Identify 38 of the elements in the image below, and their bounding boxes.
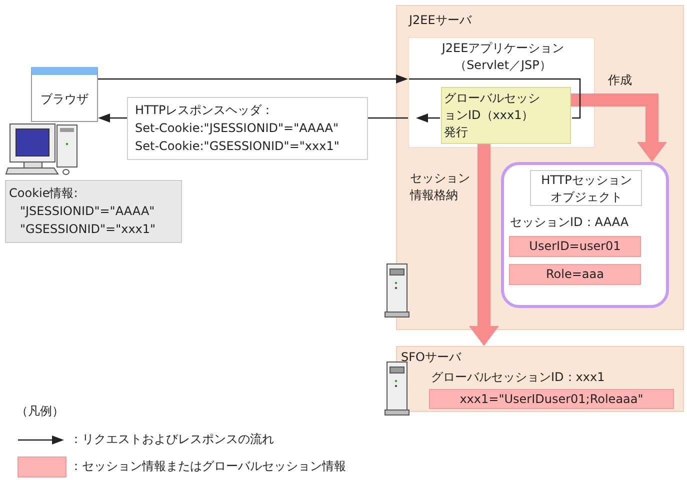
cookie-info-box — [5, 180, 182, 243]
legend-text: ：セッション情報またはグローバルセッション情報 — [70, 458, 346, 475]
cookie-line: "GSESSIONID"="xxx1" — [20, 221, 157, 238]
session-data-box — [429, 389, 674, 409]
application-box — [408, 37, 595, 148]
header-line: Set-Cookie:"JSESSIONID"="AAAA" — [135, 120, 340, 137]
panel-title: J2EEサーバ — [409, 12, 473, 29]
panel-title: SFOサーバ — [401, 349, 462, 366]
attribute-text: Role=aaa — [545, 266, 605, 283]
box-text: グローバルセッションID（xxx1）発行 — [444, 90, 540, 141]
arrow — [98, 114, 127, 122]
object-title-box — [530, 170, 642, 206]
attribute-box — [509, 236, 641, 257]
box-title: J2EEアプリケーション（Servlet／JSP） — [440, 40, 566, 74]
header-line: HTTPレスポンスヘッダ： — [135, 102, 275, 119]
cookie-line: "JSESSIONID"="AAAA" — [20, 203, 156, 220]
response-header-box — [127, 97, 368, 160]
attribute-text: UserID=user01 — [528, 238, 622, 255]
cookie-line: Cookie情報: — [9, 185, 79, 202]
global-session-id-text: グローバルセッションID：xxx1 — [431, 369, 606, 386]
edge-label: 作成 — [608, 72, 633, 89]
process-box — [441, 87, 571, 144]
legend-heading: （凡例） — [16, 403, 64, 420]
flow-arrow — [469, 144, 499, 346]
legend-text: ：リクエストおよびレスポンスの流れ — [70, 431, 274, 448]
header-line: Set-Cookie:"GSESSIONID"="xxx1" — [135, 138, 340, 155]
attribute-box — [509, 264, 641, 285]
edge-label: セッション情報格納 — [410, 170, 471, 204]
session-object-box — [501, 162, 669, 308]
server-panel — [396, 346, 684, 412]
server-panel — [396, 5, 684, 330]
session-id-text: セッションID：AAAA — [510, 214, 630, 231]
flow-arrow — [571, 94, 667, 162]
session-data-text: xxx1="UserIDuser01;Roleaaa" — [458, 391, 644, 408]
arrow — [98, 74, 408, 84]
window-label: ブラウザ — [40, 91, 90, 108]
box-title: HTTPセッションオブジェクト — [540, 172, 633, 206]
browser-window — [31, 67, 98, 122]
